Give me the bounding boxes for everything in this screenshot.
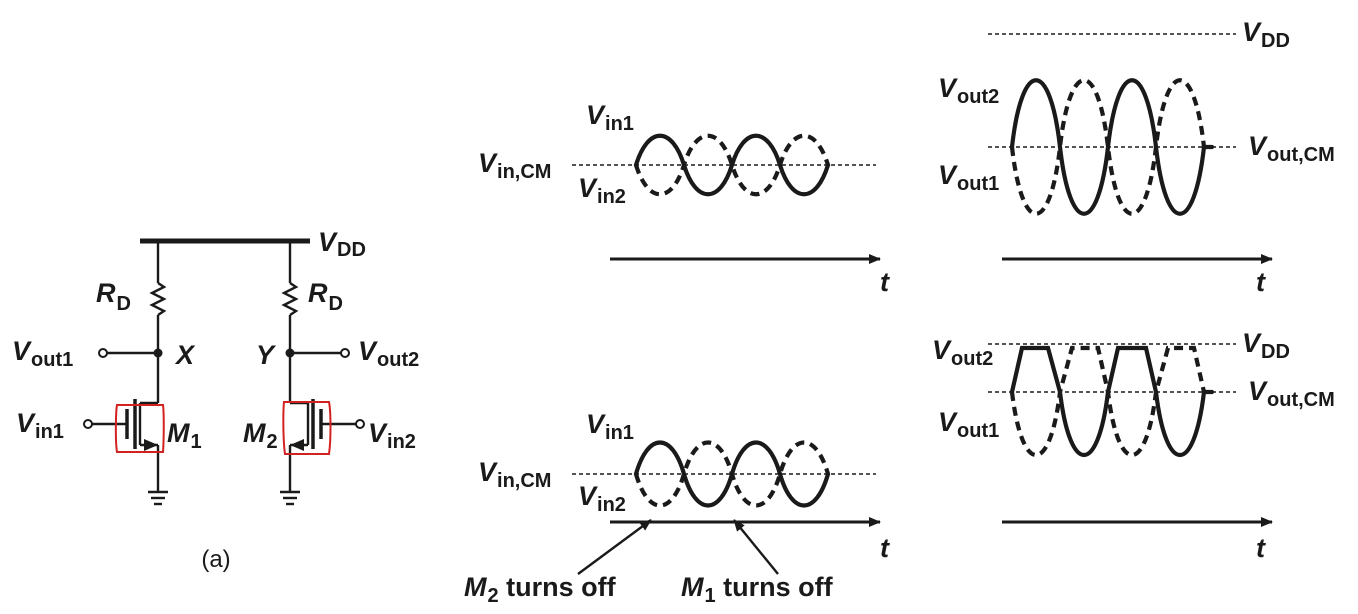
transistor-m2 bbox=[282, 399, 365, 490]
node-y-label: Y bbox=[256, 340, 277, 370]
vout2-label: Vout2 bbox=[938, 73, 999, 108]
vin2-waveform bbox=[633, 133, 831, 197]
m1-off-arrow bbox=[733, 519, 779, 575]
vincm-label: Vin,CM bbox=[478, 148, 551, 183]
m2-turns-off-label: M2 turns off bbox=[464, 572, 617, 607]
resistor-left bbox=[149, 282, 167, 316]
t-label: t bbox=[1256, 267, 1266, 297]
vout2-label: Vout2 bbox=[932, 335, 993, 370]
ground-right bbox=[280, 490, 300, 506]
vout1-waveform bbox=[1009, 78, 1207, 216]
voutcm-label: Vout,CM bbox=[1248, 131, 1335, 166]
vin1-label: Vin1 bbox=[586, 100, 634, 135]
vin1-waveform bbox=[633, 133, 831, 197]
differential-pair-circuit: VDD RD Vout1 X Vin1 M1 bbox=[12, 227, 419, 573]
ground-left bbox=[148, 490, 168, 506]
t-label: t bbox=[1256, 533, 1266, 563]
voutcm-label: Vout,CM bbox=[1248, 376, 1335, 411]
caption-a: (a) bbox=[201, 546, 230, 573]
vin1-label: Vin1 bbox=[16, 408, 64, 443]
vout1-label: Vout1 bbox=[12, 336, 73, 371]
node-x-label: X bbox=[174, 340, 196, 370]
vin2-waveform bbox=[633, 440, 831, 508]
top-left-plot: t Vin1 Vin,CM Vin2 bbox=[478, 100, 890, 297]
vout2-label: Vout2 bbox=[358, 336, 419, 371]
vout2-waveform bbox=[1009, 78, 1215, 216]
m1-label: M1 bbox=[167, 418, 202, 453]
rd-left-label: RD bbox=[96, 278, 131, 315]
vincm-label: Vin,CM bbox=[478, 457, 551, 492]
transistor-m1 bbox=[83, 399, 165, 490]
vin1-label: Vin1 bbox=[586, 409, 634, 444]
vout1-terminal bbox=[98, 348, 108, 358]
vin2-label: Vin2 bbox=[578, 173, 626, 208]
vout1-waveform bbox=[1009, 345, 1207, 457]
resistor-right bbox=[281, 282, 299, 316]
m2-highlight-box bbox=[282, 401, 332, 455]
top-right-plot: VDD t Vout2 Vout1 Vout,CM bbox=[938, 17, 1335, 297]
vout1-label: Vout1 bbox=[938, 160, 999, 195]
vin2-label: Vin2 bbox=[368, 418, 416, 453]
vout1-label: Vout1 bbox=[938, 407, 999, 442]
m2-label: M2 bbox=[243, 418, 278, 453]
rd-right-label: RD bbox=[308, 278, 343, 315]
bottom-right-plot: VDD t Vout2 Vout1 Vout,CM bbox=[932, 328, 1335, 563]
vdd-label: VDD bbox=[1242, 17, 1290, 52]
m2-off-arrow bbox=[577, 519, 652, 575]
vin2-label: Vin2 bbox=[578, 481, 626, 516]
vout2-terminal bbox=[340, 348, 350, 358]
bottom-left-plot: t Vin1 Vin,CM Vin2 M2 turns off M1 turns… bbox=[464, 409, 890, 607]
vdd-label: VDD bbox=[1242, 328, 1290, 363]
t-label: t bbox=[880, 267, 890, 297]
t-label: t bbox=[880, 533, 890, 563]
vout2-waveform bbox=[1009, 345, 1215, 457]
m1-highlight-box bbox=[114, 404, 165, 453]
m1-turns-off-label: M1 turns off bbox=[681, 572, 834, 607]
vdd-label: VDD bbox=[318, 227, 366, 261]
